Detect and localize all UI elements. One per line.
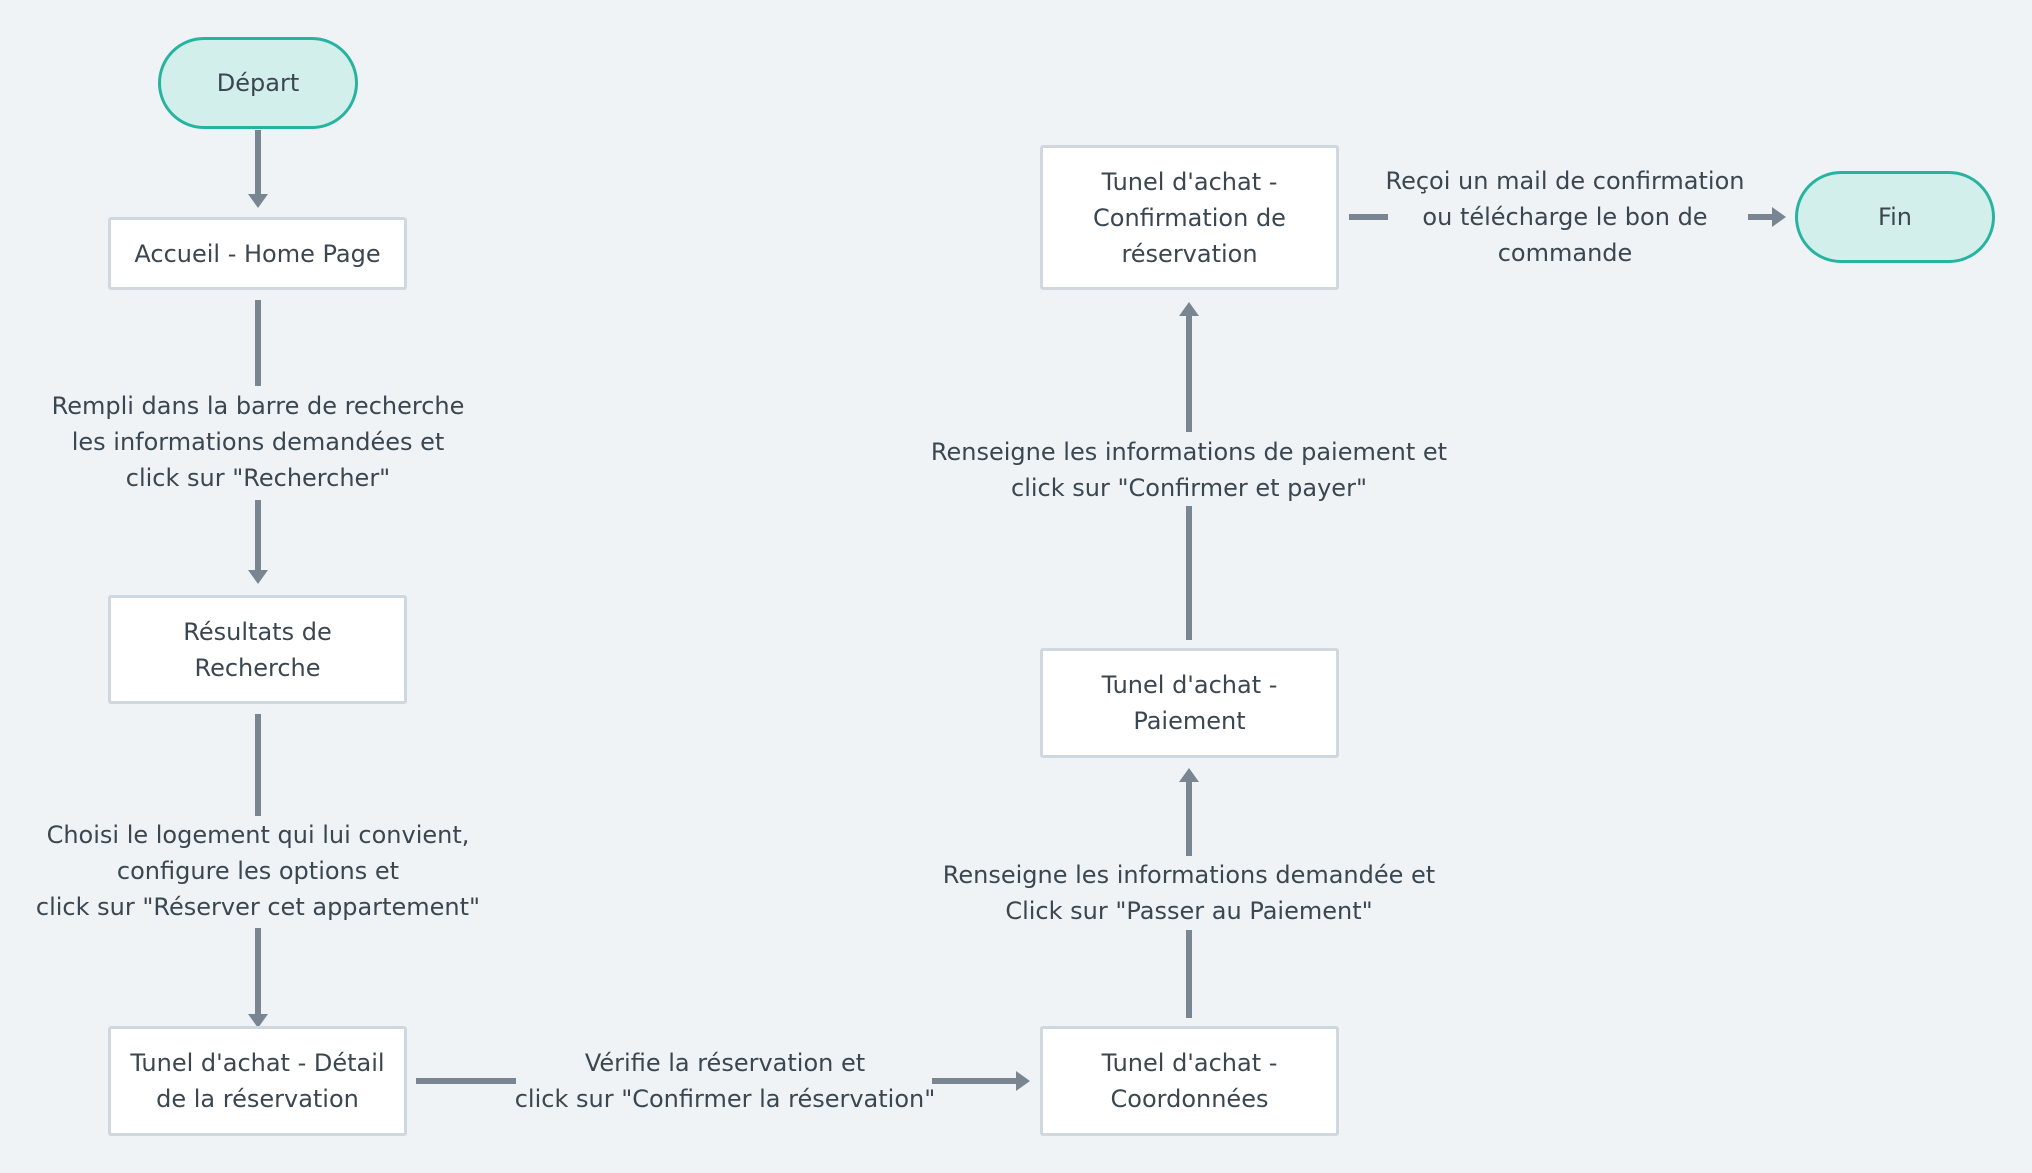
arrowhead [1179,768,1199,782]
edge-label-contact-info: Renseigne les informations demandée et C… [942,861,1436,925]
contact-details-node: Tunel d'achat - Coordonnées [1040,1026,1339,1136]
end-node: Fin [1795,171,1995,263]
arrowhead [1179,302,1199,316]
edge-label-verify: Vérifie la réservation et click sur "Con… [514,1049,936,1113]
start-node: Départ [158,37,358,129]
edge-label-confirmation-mail: Reçoi un mail de confirmation ou télécha… [1385,167,1745,267]
payment-node: Tunel d'achat - Paiement [1040,648,1339,758]
booking-detail-node: Tunel d'achat - Détail de la réservation [108,1026,407,1136]
edge-label-choose: Choisi le logement qui lui convient, con… [35,821,481,921]
arrowhead [248,570,268,584]
search-results-node: Résultats de Recherche [108,595,407,704]
home-page-node: Accueil - Home Page [108,217,407,290]
arrowhead [1772,207,1786,227]
edge-label-search: Rempli dans la barre de recherche les in… [51,392,465,492]
edge-label-payment-info: Renseigne les informations de paiement e… [930,438,1448,502]
arrowhead [248,194,268,208]
booking-confirmation-node: Tunel d'achat - Confirmation de réservat… [1040,145,1339,290]
arrowhead [1016,1071,1030,1091]
arrowhead [248,1014,268,1028]
